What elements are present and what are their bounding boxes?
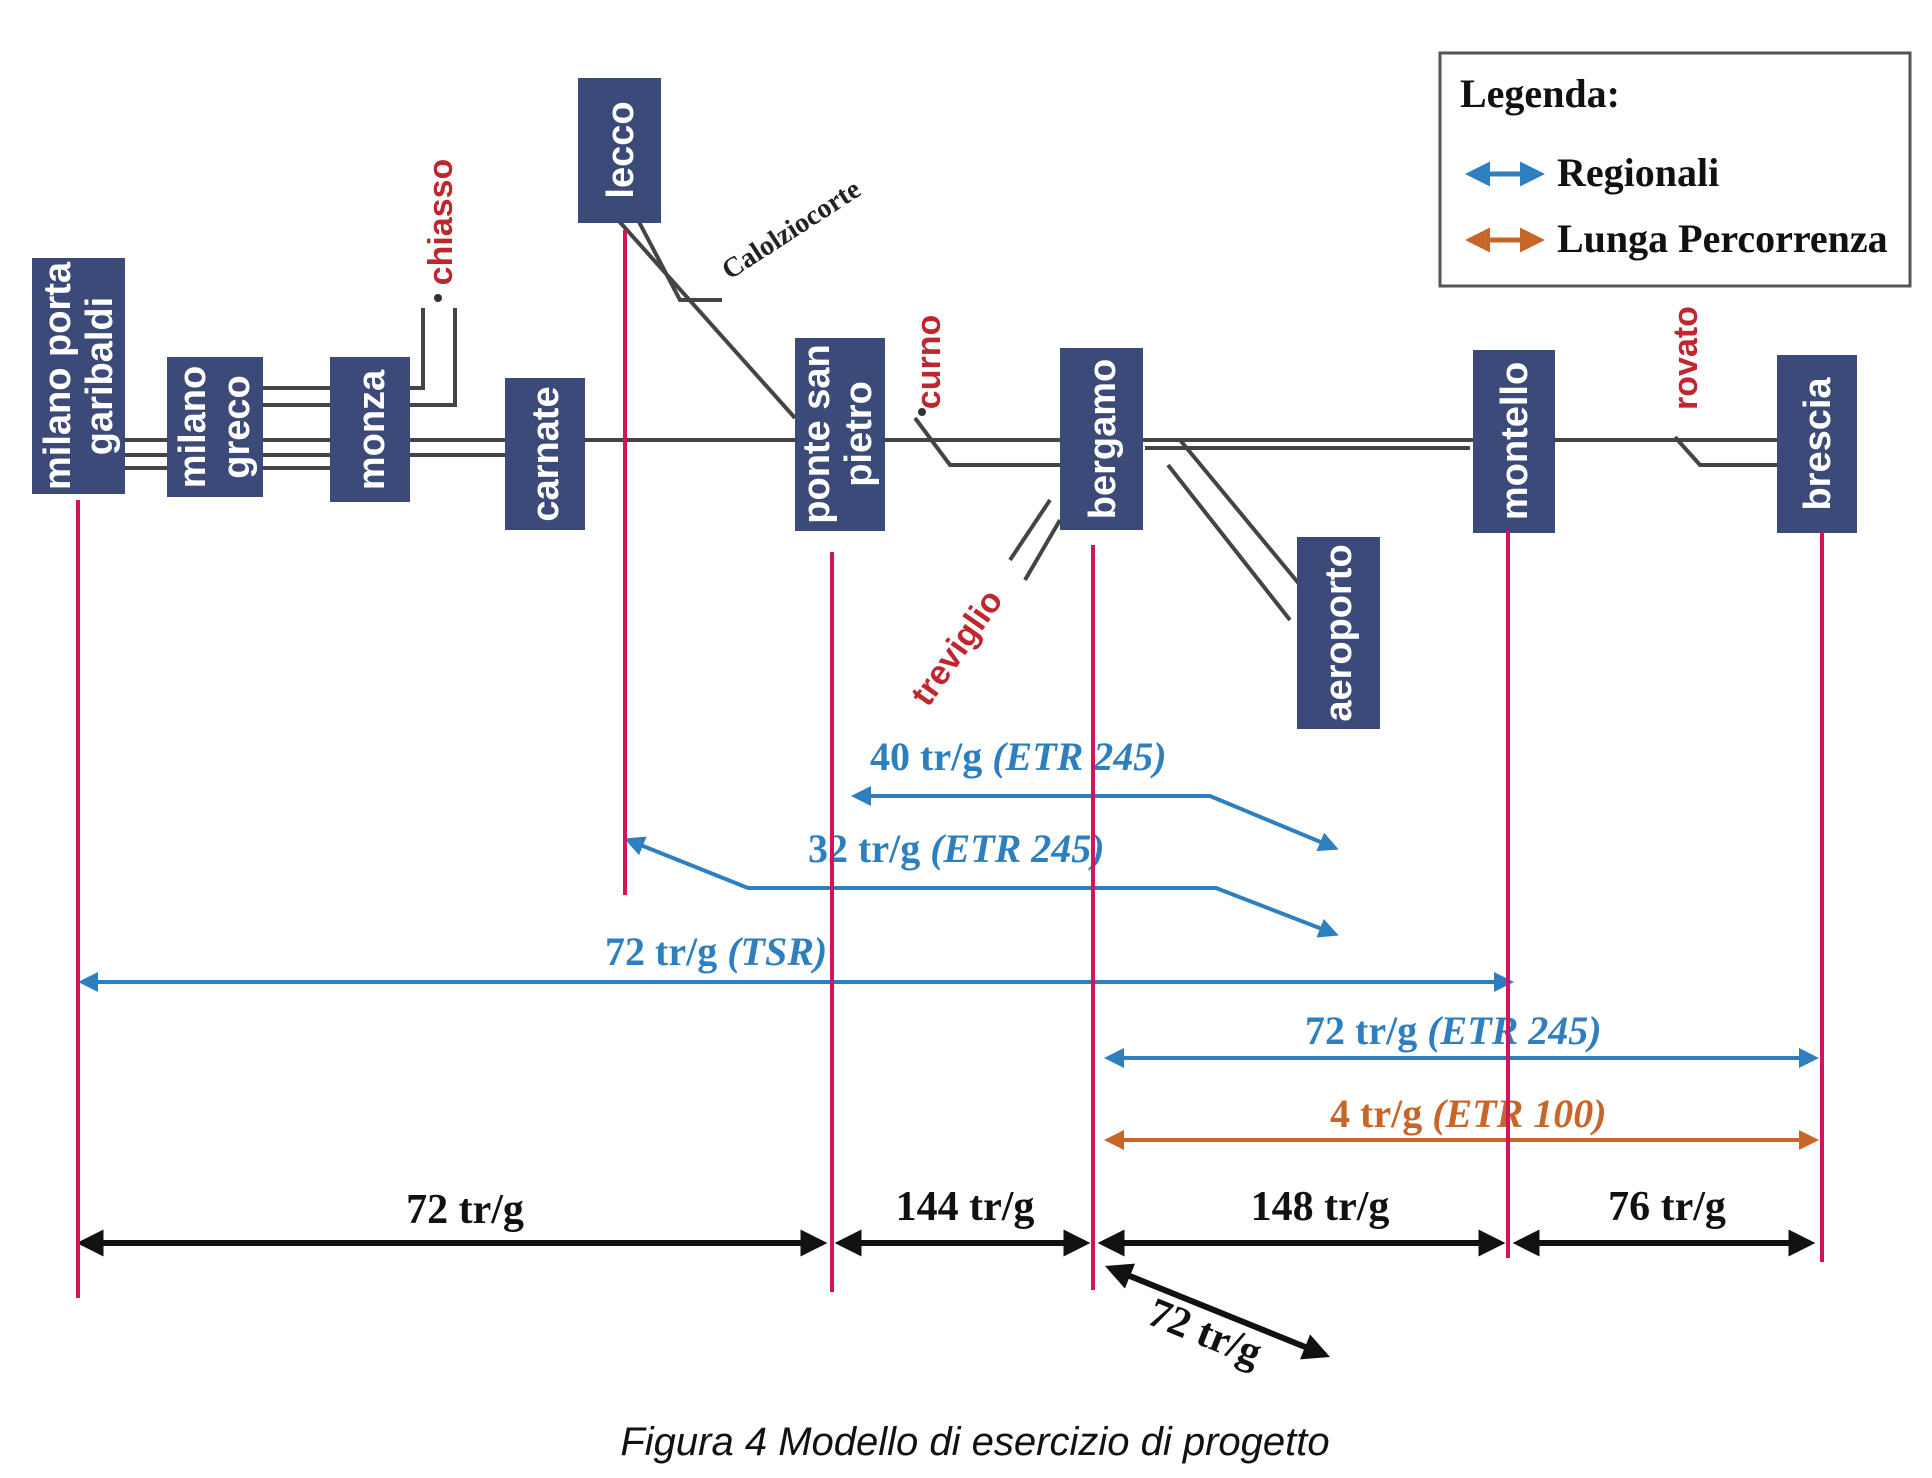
service-count: 72 tr/g (605, 929, 717, 974)
station-label: carnate (525, 386, 567, 521)
station-box (330, 357, 410, 502)
station-label-line-2: pietro (838, 381, 880, 487)
service-count: 4 tr/g (1330, 1091, 1422, 1136)
service-label: 40 tr/g (ETR 245) (870, 734, 1167, 779)
station-box (795, 338, 885, 531)
station-box (505, 378, 585, 530)
service-rolling-stock: (TSR) (727, 929, 827, 974)
capacity-label: 144 tr/g (896, 1184, 1035, 1230)
station-label: monza (351, 369, 393, 490)
capacity-segment-4: 76 tr/g (1512, 1184, 1816, 1257)
station-aeroporto: aeroporto (1297, 537, 1380, 729)
station-box (1777, 355, 1857, 533)
service-rolling-stock: (ETR 100) (1432, 1091, 1606, 1136)
station-bergamo: bergamo (1060, 348, 1143, 530)
service-3: 72 tr/g (TSR) (78, 929, 1514, 992)
track-aeroporto-b (1166, 463, 1292, 622)
track-treviglio-a (1008, 498, 1052, 562)
capacity-segment-3: 148 tr/g (1097, 1184, 1506, 1257)
service-rolling-stock: (ETR 245) (1427, 1008, 1601, 1053)
capacity-segment-2: 144 tr/g (834, 1184, 1091, 1257)
station-brescia: brescia (1777, 355, 1857, 533)
station-carnate: carnate (505, 378, 585, 530)
legend: Legenda: Regionali Lunga Percorrenza (1438, 51, 1912, 288)
service-rolling-stock: (ETR 245) (930, 826, 1104, 871)
capacity-label: 148 tr/g (1251, 1184, 1390, 1230)
service-rolling-stock: (ETR 245) (992, 734, 1166, 779)
service-5: 4 tr/g (ETR 100) (1104, 1091, 1819, 1150)
station-box (578, 78, 661, 223)
service-count: 72 tr/g (1305, 1008, 1417, 1053)
station-label: montello (1494, 362, 1536, 520)
capacity-arrow (1104, 1263, 1331, 1360)
station-box (1060, 348, 1143, 530)
service-arrow (624, 836, 1339, 938)
junction-dot-curno (918, 408, 926, 416)
station-box (32, 258, 125, 494)
figure-caption: Figura 4 Modello di esercizio di progett… (620, 1420, 1329, 1464)
station-label: lecco (600, 101, 642, 198)
place-label-calolziocorte: Calolziocorte (716, 174, 866, 286)
service-arrow (851, 786, 1339, 852)
station-label: aeroporto (1318, 544, 1360, 721)
station-label-line-2: garibaldi (79, 297, 121, 455)
service-1: 40 tr/g (ETR 245) (851, 734, 1339, 852)
service-label: 72 tr/g (TSR) (605, 929, 827, 974)
station-ponte-san-pietro: ponte san pietro (795, 338, 885, 531)
track-aeroporto-a (1178, 438, 1302, 587)
station-milano-porta-garibaldi: milano porta garibaldi (32, 258, 125, 494)
place-label-treviglio: treviglio (903, 583, 1010, 713)
station-label: brescia (1797, 377, 1839, 511)
service-label: 4 tr/g (ETR 100) (1330, 1091, 1607, 1136)
station-box (1473, 350, 1555, 533)
station-box (1297, 537, 1380, 729)
station-milano-greco: milano greco (167, 357, 263, 497)
service-count: 40 tr/g (870, 734, 982, 779)
station-label-line-2: greco (216, 375, 258, 478)
track-chiasso-b (405, 308, 457, 407)
place-label-chiasso: chiasso (422, 159, 460, 286)
legend-long-distance-label: Lunga Percorrenza (1557, 216, 1888, 261)
capacity-segment-5: 72 tr/g (1104, 1263, 1331, 1377)
track-rovato (1673, 435, 1790, 467)
junction-dot-chiasso (434, 294, 442, 302)
track-treviglio-b (1023, 518, 1062, 582)
legend-title: Legenda: (1460, 71, 1620, 116)
capacity-label: 72 tr/g (406, 1187, 524, 1233)
track-lecco-a (616, 218, 797, 420)
station-label-line-1: milano porta (37, 261, 79, 490)
capacity-label: 76 tr/g (1608, 1184, 1726, 1230)
service-4: 72 tr/g (ETR 245) (1104, 1008, 1819, 1068)
station-montello: montello (1473, 350, 1555, 533)
station-lecco: lecco (578, 78, 661, 223)
track-lecco-b (636, 219, 722, 302)
track-chiasso-a (405, 308, 425, 390)
place-label-curno: curno (910, 315, 948, 409)
service-count: 32 tr/g (808, 826, 920, 871)
service-2: 32 tr/g (ETR 245) (624, 826, 1339, 938)
capacity-label: 72 tr/g (1142, 1290, 1268, 1377)
track-curno (913, 416, 1070, 467)
service-label: 32 tr/g (ETR 245) (808, 826, 1105, 871)
service-label: 72 tr/g (ETR 245) (1305, 1008, 1602, 1053)
station-label: bergamo (1082, 359, 1124, 519)
station-label-line-1: ponte san (796, 344, 838, 523)
station-label-line-1: milano (172, 366, 214, 488)
legend-regional-label: Regionali (1557, 150, 1719, 195)
station-box (167, 357, 263, 497)
station-marker-lines (76, 230, 1824, 1298)
place-label-rovato: rovato (1667, 306, 1705, 410)
station-monza: monza (330, 357, 410, 502)
capacity-segment-1: 72 tr/g (76, 1187, 828, 1257)
